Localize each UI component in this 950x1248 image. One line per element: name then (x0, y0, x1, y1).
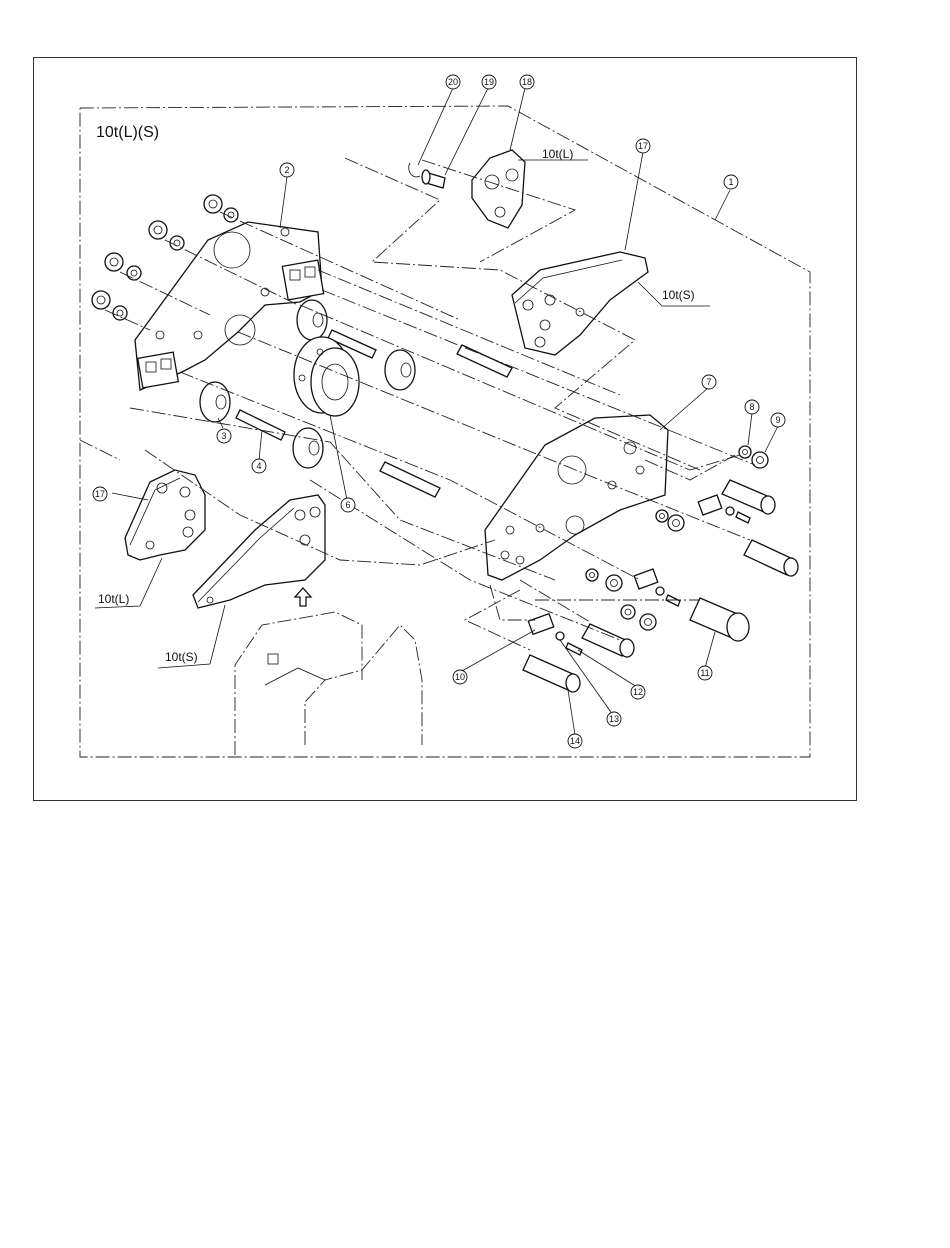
callout-4: 4 (252, 459, 266, 473)
svg-text:11: 11 (700, 668, 709, 678)
callout-8: 8 (745, 400, 759, 414)
label-10tL-bottom: 10t(L) (98, 592, 129, 606)
svg-text:6: 6 (345, 500, 350, 510)
svg-text:8: 8 (749, 402, 754, 412)
plate-17-bottom-left-L (125, 470, 205, 560)
svg-text:9: 9 (775, 415, 780, 425)
callout-7: 7 (702, 375, 716, 389)
callout-12: 12 (631, 685, 645, 699)
plate-17-top-right (512, 252, 648, 355)
svg-text:17: 17 (95, 489, 105, 499)
svg-text:10: 10 (455, 672, 465, 682)
callout-11: 11 (698, 666, 712, 680)
label-10tS-bottom: 10t(S) (165, 650, 198, 664)
label-10tL-top: 10t(L) (542, 147, 573, 161)
callout-6: 6 (341, 498, 355, 512)
reference-body (235, 612, 422, 755)
svg-text:12: 12 (633, 687, 643, 697)
callout-9: 9 (771, 413, 785, 427)
callout-1: 1 (724, 175, 738, 189)
label-10tS-top: 10t(S) (662, 288, 695, 302)
svg-text:18: 18 (522, 77, 532, 87)
svg-text:3: 3 (221, 431, 226, 441)
svg-text:4: 4 (256, 461, 261, 471)
diagram-title: 10t(L)(S) (96, 124, 159, 141)
svg-text:17: 17 (638, 141, 648, 151)
callout-14: 14 (568, 734, 582, 748)
svg-text:2: 2 (284, 165, 289, 175)
callout-18: 18 (520, 75, 534, 89)
svg-text:20: 20 (448, 77, 458, 87)
direction-arrow (295, 588, 311, 606)
svg-text:19: 19 (484, 77, 494, 87)
svg-text:1: 1 (728, 177, 733, 187)
callout-20: 20 (446, 75, 460, 89)
callout-3: 3 (217, 429, 231, 443)
callout-19: 19 (482, 75, 496, 89)
right-bracket (485, 415, 668, 580)
callout-17-top: 17 (636, 139, 650, 153)
callout-2: 2 (280, 163, 294, 177)
svg-text:14: 14 (570, 736, 580, 746)
callout-13: 13 (607, 712, 621, 726)
svg-text:7: 7 (706, 377, 711, 387)
callout-17-bottom: 17 (93, 487, 107, 501)
svg-text:13: 13 (609, 714, 619, 724)
callout-10: 10 (453, 670, 467, 684)
